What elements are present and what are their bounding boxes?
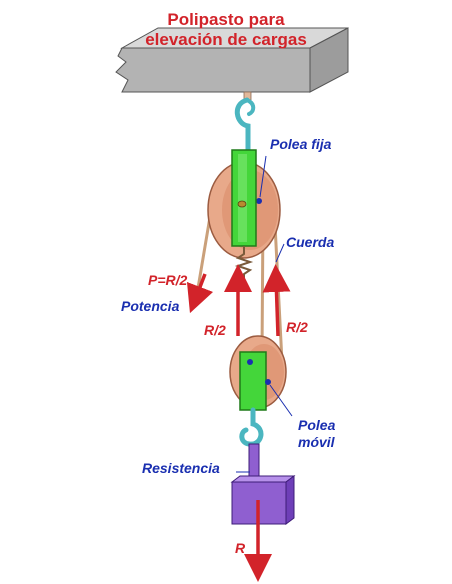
load-block <box>230 443 296 525</box>
ceiling-beam <box>115 27 349 93</box>
leader-lines <box>236 155 293 473</box>
label-load-force: R <box>235 540 246 556</box>
label-tension-right: R/2 <box>286 319 308 335</box>
force-arrows <box>186 264 291 582</box>
diagram-title-line1: Polipasto para <box>167 10 285 29</box>
label-effort-formula: P=R/2 <box>148 272 188 288</box>
movable-pulley <box>229 335 287 411</box>
label-resistance: Resistencia <box>142 460 220 476</box>
label-fixed-pulley: Polea fija <box>270 136 332 152</box>
diagram-title-line2: elevación de cargas <box>145 30 307 49</box>
effort-arrow <box>186 273 214 314</box>
fixed-pulley <box>207 149 281 259</box>
top-hook <box>234 91 256 153</box>
label-tension-left: R/2 <box>204 322 226 338</box>
bottom-hook <box>239 407 264 447</box>
label-movable-pulley-line1: Polea <box>298 417 336 433</box>
label-effort: Potencia <box>121 298 180 314</box>
label-rope: Cuerda <box>286 234 335 250</box>
tension-right-arrow <box>262 264 291 337</box>
label-movable-pulley-line2: móvil <box>298 434 335 450</box>
